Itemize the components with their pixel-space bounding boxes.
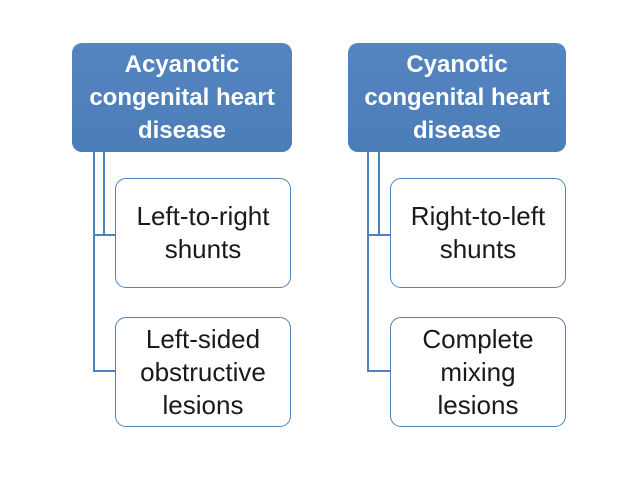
- root-node-acyanotic: Acyanotic congenital heart disease: [72, 43, 292, 152]
- child-node-left-sided-obstructive-lesions: Left-sided obstructive lesions: [115, 317, 291, 427]
- child-node-right-to-left-shunts: Right-to-left shunts: [390, 178, 566, 288]
- root-node-cyanotic: Cyanotic congenital heart disease: [348, 43, 566, 152]
- child-node-complete-mixing-lesions: Complete mixing lesions: [390, 317, 566, 427]
- connector-acyanotic-elbow-child-2: [93, 370, 116, 372]
- connector-acyanotic-vertical-2: [103, 151, 105, 236]
- connector-cyanotic-vertical-1: [367, 151, 369, 372]
- connector-cyanotic-elbow-child-1: [367, 234, 391, 236]
- connector-acyanotic-vertical-1: [93, 151, 95, 372]
- connector-cyanotic-vertical-2: [378, 151, 380, 236]
- connector-acyanotic-elbow-child-1: [93, 234, 116, 236]
- connector-cyanotic-elbow-child-2: [367, 370, 391, 372]
- child-node-left-to-right-shunts: Left-to-right shunts: [115, 178, 291, 288]
